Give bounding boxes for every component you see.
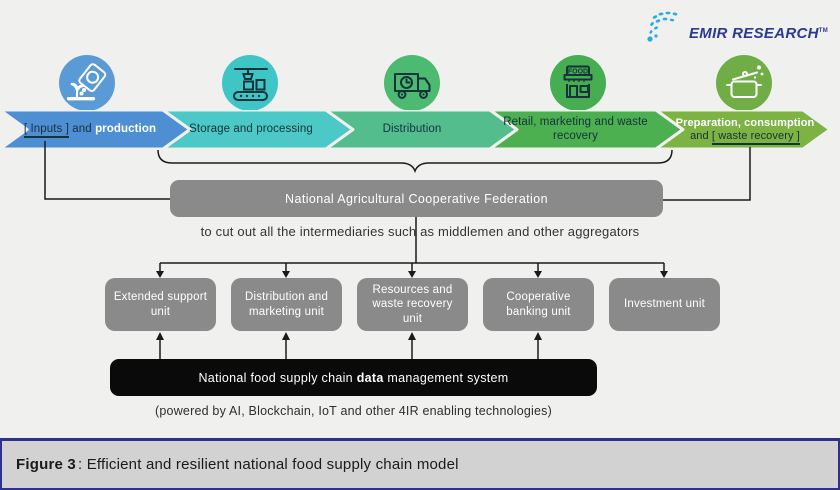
- pipeline-stage-3-shape: [324, 110, 519, 149]
- logo-wordmark: EMIR RESEARCHTM: [688, 25, 828, 42]
- figure-caption-text: : Efficient and resilient national food …: [77, 456, 459, 473]
- trademark-symbol: TM: [818, 28, 828, 34]
- pipeline-stage-1-shape: [0, 110, 192, 149]
- brace-connector: [157, 149, 673, 174]
- figure-number-label: Figure 3: [16, 456, 76, 473]
- inputs-underlined-text: [ Inputs ]: [23, 122, 69, 138]
- stage-label-inputs-production: [ Inputs ] and production: [6, 110, 174, 149]
- stage-label-preparation-consumption: Preparation, consumption and [ waste rec…: [666, 110, 824, 149]
- waste-recovery-underlined-text: [ waste recovery ]: [711, 129, 800, 145]
- emir-research-logo: EMIR RESEARCHTM: [643, 8, 828, 44]
- food-store-icon: FOOD: [550, 55, 606, 111]
- cooking-pot-icon: [716, 55, 772, 111]
- stage-label-distribution: Distribution: [382, 122, 442, 135]
- data-system-box: National food supply chain data manageme…: [110, 359, 597, 396]
- pipeline-stage-2-shape: [161, 110, 355, 149]
- federation-box: National Agricultural Cooperative Federa…: [170, 180, 663, 217]
- unit-box-cooperative-banking: Cooperative banking unit: [483, 278, 594, 331]
- emir-globe-icon: [647, 11, 678, 42]
- stage-label-retail-marketing: Retail, marketing and waste recovery: [503, 115, 648, 142]
- unit-box-distribution-marketing: Distribution and marketing unit: [231, 278, 342, 331]
- pipeline-stage-4-shape: [488, 110, 685, 149]
- unit-box-extended-support: Extended support unit: [105, 278, 216, 331]
- unit-box-investment: Investment unit: [609, 278, 720, 331]
- factory-robot-icon: [222, 55, 278, 111]
- supply-chain-pipeline: [0, 110, 832, 149]
- food-sign-text: FOOD: [568, 69, 588, 76]
- pipeline-stage-5-shape: [654, 110, 832, 149]
- seed-packet-icon: [59, 55, 115, 111]
- intermediaries-note: to cut out all the intermediaries such a…: [200, 224, 640, 239]
- delivery-truck-icon: [384, 55, 440, 111]
- stage-label-storage-processing: Storage and processing: [189, 122, 313, 135]
- powered-by-note: (powered by AI, Blockchain, IoT and othe…: [155, 404, 552, 418]
- data-emphasis: data: [356, 370, 384, 385]
- figure-caption: Figure 3: Efficient and resilient nation…: [0, 438, 840, 490]
- unit-box-resources-waste-recovery: Resources and waste recovery unit: [357, 278, 468, 331]
